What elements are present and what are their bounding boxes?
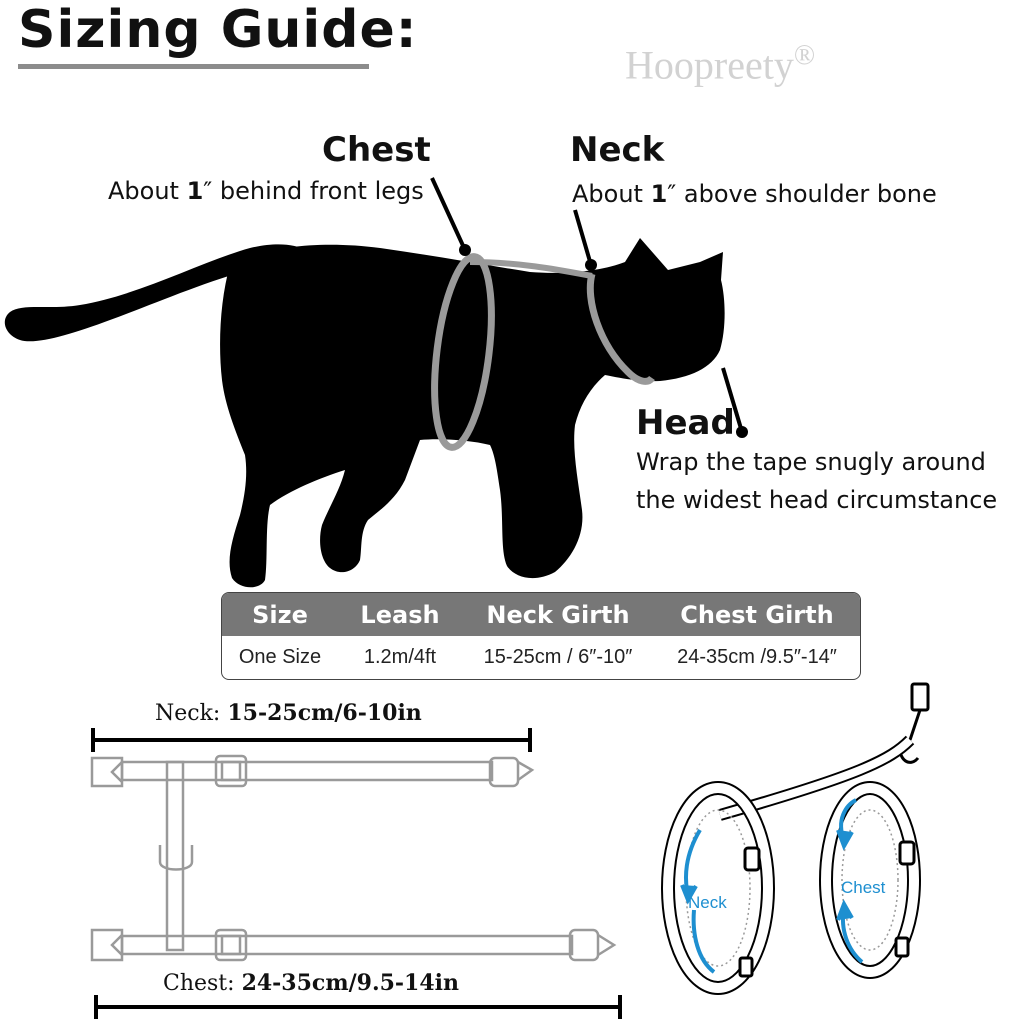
chest-dimension-line [94, 995, 622, 1019]
cell-chest-girth: 24-35cm /9.5″-14″ [677, 646, 837, 668]
neck-dimension-label: Neck: 15-25cm/6-10in [155, 700, 422, 726]
header-neck-girth: Neck Girth [486, 600, 630, 629]
harness-illustration: Neck Chest [661, 682, 930, 995]
cat-illustration [4, 177, 748, 588]
size-table-header: Size Leash Neck Girth Chest Girth [222, 593, 860, 636]
chest-description: About 1″ behind front legs [108, 177, 424, 205]
title-underline [18, 64, 369, 69]
head-title: Head [636, 403, 735, 443]
size-table: Size Leash Neck Girth Chest Girth One Si… [221, 592, 861, 680]
harness-neck-loop [661, 781, 775, 995]
neck-pointer-dot [585, 259, 597, 271]
brand-watermark-text: Hoopreety [625, 42, 794, 88]
neck-pointer [573, 209, 593, 266]
cell-neck-girth: 15-25cm / 6″-10″ [483, 646, 633, 668]
neck-dimension-line [91, 728, 532, 752]
chest-strap [90, 928, 617, 962]
neck-title: Neck [570, 130, 665, 170]
header-chest-girth: Chest Girth [680, 600, 834, 629]
brand-watermark: Hoopreety® [625, 40, 815, 88]
harness-neck-label: Neck [688, 893, 727, 912]
header-leash: Leash [360, 600, 440, 629]
connector-strap [158, 760, 194, 952]
harness-chest-label: Chest [841, 878, 886, 897]
chest-loop [431, 253, 495, 451]
table-row: One Size 1.2m/4ft 15-25cm / 6″-10″ 24-35… [222, 636, 860, 679]
chest-pointer-dot [459, 244, 471, 256]
back-strap [469, 259, 593, 279]
neck-loop [586, 273, 655, 385]
strap-diagram [90, 728, 622, 1019]
neck-strap [90, 754, 535, 788]
chest-pointer [430, 177, 467, 251]
neck-description: About 1″ above shoulder bone [572, 180, 937, 208]
harness-chest-loop [819, 781, 921, 979]
registered-mark: ® [793, 40, 816, 71]
head-pointer [721, 367, 744, 433]
head-pointer-dot [736, 426, 748, 438]
header-size: Size [252, 600, 308, 629]
head-description-line2: the widest head circumstance [636, 486, 998, 514]
chest-dimension-label: Chest: 24-35cm/9.5-14in [163, 970, 460, 996]
cat-silhouette [4, 238, 725, 588]
head-description-line1: Wrap the tape snugly around [636, 448, 986, 476]
page-title: Sizing Guide: [18, 0, 418, 60]
blue-measure-arrows [680, 798, 864, 974]
chest-title: Chest [322, 130, 431, 170]
cell-size: One Size [238, 646, 322, 668]
cell-leash: 1.2m/4ft [363, 646, 437, 668]
